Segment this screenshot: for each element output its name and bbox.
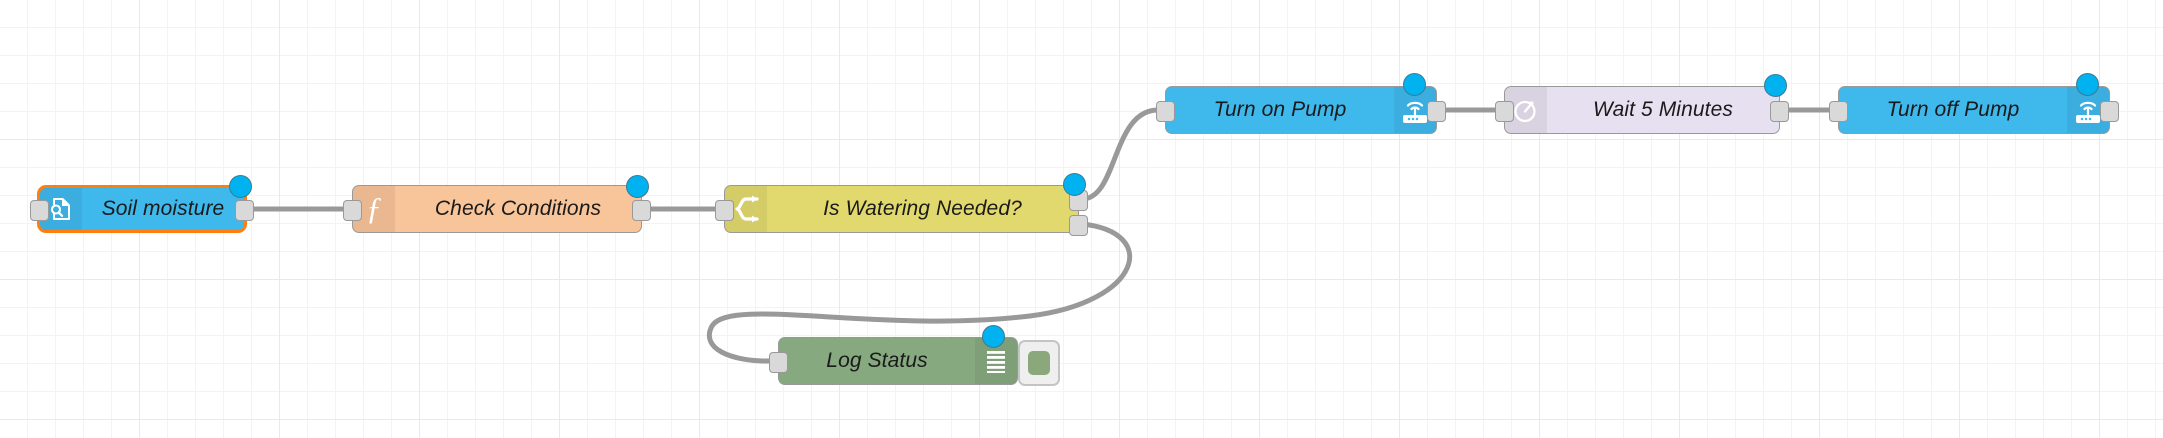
node-is-watering-needed[interactable]: Is Watering Needed?	[715, 173, 1088, 236]
svg-text:ƒ: ƒ	[366, 193, 382, 225]
debug-toggle-button[interactable]	[1018, 340, 1060, 386]
wifi-router-icon	[1394, 87, 1436, 133]
status-dot	[1764, 74, 1787, 97]
node-check-conditions[interactable]: ƒ Check Conditions	[343, 175, 651, 233]
input-port[interactable]	[715, 200, 734, 221]
status-dot	[2076, 73, 2099, 96]
input-port[interactable]	[1495, 101, 1514, 122]
output-port[interactable]	[2100, 101, 2119, 122]
node-soil-moisture[interactable]: Soil moisture	[30, 175, 254, 233]
output-port[interactable]	[235, 200, 254, 221]
node-label: Log Status	[826, 349, 928, 372]
debug-toggle-indicator	[1028, 351, 1050, 375]
status-dot	[229, 175, 252, 198]
status-dot	[1403, 73, 1426, 96]
input-port[interactable]	[1829, 101, 1848, 122]
node-label: Turn off Pump	[1886, 98, 2020, 121]
output-port[interactable]	[1770, 101, 1789, 122]
input-port[interactable]	[30, 200, 49, 221]
input-port[interactable]	[769, 352, 788, 373]
wire[interactable]	[1079, 107, 1161, 202]
input-port[interactable]	[343, 200, 362, 221]
node-label: Is Watering Needed?	[823, 197, 1022, 220]
node-label: Soil moisture	[101, 197, 225, 220]
input-port[interactable]	[1156, 101, 1175, 122]
output-port-2[interactable]	[1069, 215, 1088, 236]
node-label: Turn on Pump	[1213, 98, 1347, 121]
output-port[interactable]	[1427, 101, 1446, 122]
node-label: Check Conditions	[434, 197, 602, 220]
output-port[interactable]	[632, 200, 651, 221]
node-log-status[interactable]: Log Status	[769, 325, 1018, 385]
node-turn-off-pump[interactable]: Turn off Pump	[1829, 73, 2119, 134]
status-dot	[982, 325, 1005, 348]
node-label: Wait 5 Minutes	[1593, 98, 1733, 121]
status-dot	[1063, 173, 1086, 196]
node-wait-5-minutes[interactable]: Wait 5 Minutes	[1495, 74, 1789, 134]
status-dot	[626, 175, 649, 198]
node-turn-on-pump[interactable]: Turn on Pump	[1156, 73, 1446, 134]
